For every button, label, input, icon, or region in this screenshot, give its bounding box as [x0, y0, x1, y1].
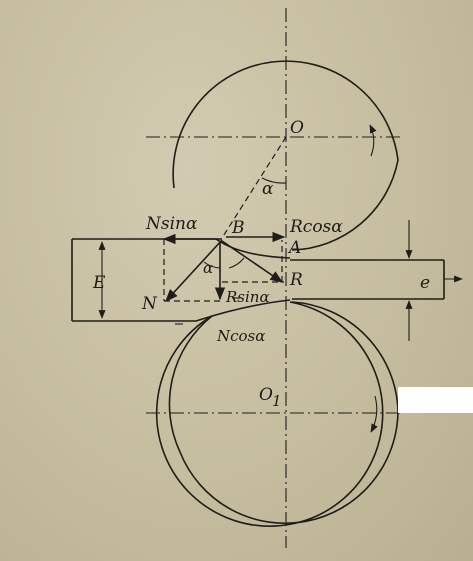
upper-roll-circle [172, 60, 399, 251]
label-alpha-mid: α [203, 259, 213, 277]
lower-roll-circle [168, 301, 399, 524]
label-e: e [420, 273, 430, 293]
label-R: R [289, 270, 303, 290]
angle-arc-top [261, 177, 287, 184]
label-N: N [141, 294, 158, 314]
white-patch [398, 387, 473, 413]
label-O: O [290, 118, 304, 138]
angle-arc-mid [203, 261, 221, 269]
upper-roll-rotation-arrow [369, 124, 377, 157]
force-N-arrow [165, 239, 223, 302]
label-N-cos-alpha: Ncosα [216, 327, 265, 345]
label-N-sin-alpha: Nsinα [145, 214, 198, 234]
label-R-sin-alpha: Rsinα [225, 288, 270, 306]
lower-roll-circle-left [155, 301, 384, 527]
label-B: B [231, 218, 245, 238]
label-O1: O [259, 385, 273, 405]
angle-arc-friction [228, 257, 245, 269]
entry-strip-top-edge [72, 238, 291, 259]
lower-roll-rotation-arrow [370, 395, 378, 433]
label-alpha-top: α [262, 179, 274, 199]
label-A: A [287, 238, 301, 258]
force-R-arrow [221, 240, 284, 283]
label-R-cos-alpha: Rcosα [289, 217, 343, 237]
label-O1-subscript: 1 [272, 392, 282, 410]
entry-strip-bottom-edge [72, 299, 291, 322]
label-E: E [92, 273, 106, 293]
